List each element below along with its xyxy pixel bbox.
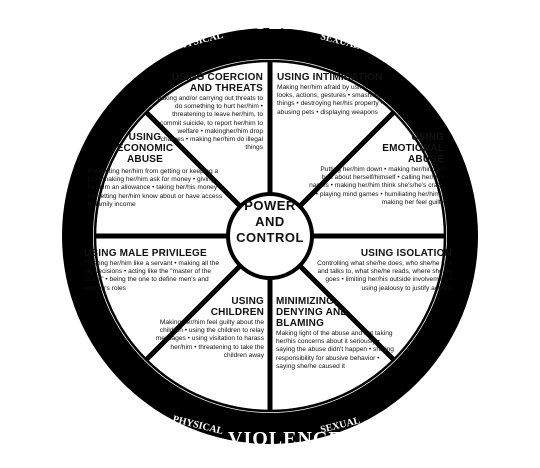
hub-line-1: POWER bbox=[244, 198, 296, 213]
segment-isolation: USING ISOLATION Controlling what she/he … bbox=[312, 248, 452, 293]
ring-bottom-main-label: VIOLENCE bbox=[228, 428, 343, 450]
segment-minimizing-body: Making light of the abuse and not taking… bbox=[276, 330, 394, 370]
segment-isolation-title: USING ISOLATION bbox=[360, 248, 452, 259]
hub-line-3: CONTROL bbox=[236, 230, 304, 245]
segment-intimidation-body: Making her/him afraid by using looks, ac… bbox=[277, 84, 383, 116]
segment-privilege-title: USING MALE PRIVILEGE bbox=[84, 248, 207, 259]
segment-coercion-body: Making and/or carrying out threats to do… bbox=[155, 95, 263, 152]
hub-line-2: AND bbox=[255, 214, 285, 229]
segment-coercion: USING COERCION AND THREATS Making and/or… bbox=[153, 72, 263, 152]
segment-economic-body: Preventing her/him from getting or keepi… bbox=[88, 168, 223, 208]
segment-economic: USING ECONOMIC ABUSE Preventing her/him … bbox=[88, 132, 228, 209]
segment-emotional: USING EMOTIONAL ABUSE Putting her/him do… bbox=[308, 132, 444, 207]
segment-coercion-title: USING COERCION AND THREATS bbox=[171, 72, 263, 94]
hub-title: POWER AND CONTROL bbox=[228, 198, 312, 246]
segment-children: USING CHILDREN Making her/him feel guilt… bbox=[150, 296, 264, 360]
segment-economic-title: USING ECONOMIC ABUSE bbox=[116, 132, 174, 165]
segment-emotional-title: USING EMOTIONAL ABUSE bbox=[382, 132, 444, 165]
segment-isolation-body: Controlling what she/he does, who she/he… bbox=[317, 260, 452, 292]
segment-intimidation: USING INTIMIDATION Making her/him afraid… bbox=[277, 72, 385, 117]
ring-top-main-label: VIOLENCE bbox=[228, 12, 343, 34]
spokes bbox=[94, 60, 446, 412]
segment-privilege: USING MALE PRIVILEGE Treating her/him li… bbox=[84, 248, 226, 293]
segment-minimizing: MINIMIZING, DENYING AND BLAMING Making l… bbox=[276, 296, 400, 371]
segment-intimidation-title: USING INTIMIDATION bbox=[277, 72, 383, 83]
segment-children-body: Making her/him feel guilty about the chi… bbox=[155, 319, 264, 359]
segment-minimizing-title: MINIMIZING, DENYING AND BLAMING bbox=[276, 296, 348, 329]
hub bbox=[226, 192, 314, 280]
segment-privilege-body: Treating her/him like a servant • making… bbox=[84, 260, 220, 292]
segment-children-title: USING CHILDREN bbox=[210, 296, 264, 318]
segment-emotional-body: Putting her/him down • making her/himfee… bbox=[309, 166, 444, 206]
